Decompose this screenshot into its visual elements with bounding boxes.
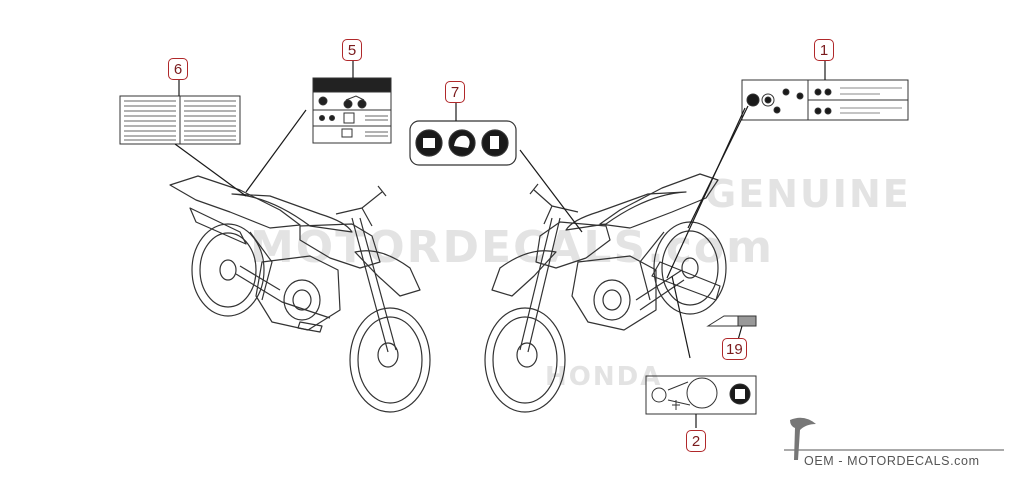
decal-1-graphic: [741, 79, 909, 121]
callout-6[interactable]: 6: [168, 58, 188, 80]
callout-19[interactable]: 19: [722, 338, 747, 360]
callout-5[interactable]: 5: [342, 39, 362, 61]
decal-2-graphic: [645, 375, 757, 415]
callout-2[interactable]: 2: [686, 430, 706, 452]
decal-6-graphic: [119, 95, 241, 145]
brand-logo-graphic: [784, 417, 1004, 460]
right-rear-wheel: [653, 221, 727, 315]
leader-lines: [174, 61, 826, 428]
decal-19-graphic: [706, 315, 757, 327]
motorcycle-left-view: [169, 175, 431, 413]
callout-1[interactable]: 1: [814, 39, 834, 61]
callout-7[interactable]: 7: [445, 81, 465, 103]
decal-5-graphic: [312, 77, 392, 144]
watermark-genuine: GENUINE: [705, 172, 911, 216]
motorcycle-right-view: [484, 173, 727, 413]
right-front-wheel: [484, 307, 566, 413]
watermark-motordecals: MOTORDECALS.com: [250, 222, 775, 273]
left-front-wheel: [349, 307, 431, 413]
left-rear-wheel: [191, 223, 265, 317]
brand-footer-text: OEM - MOTORDECALS.com: [804, 454, 980, 468]
decal-7-graphic: [409, 120, 517, 166]
